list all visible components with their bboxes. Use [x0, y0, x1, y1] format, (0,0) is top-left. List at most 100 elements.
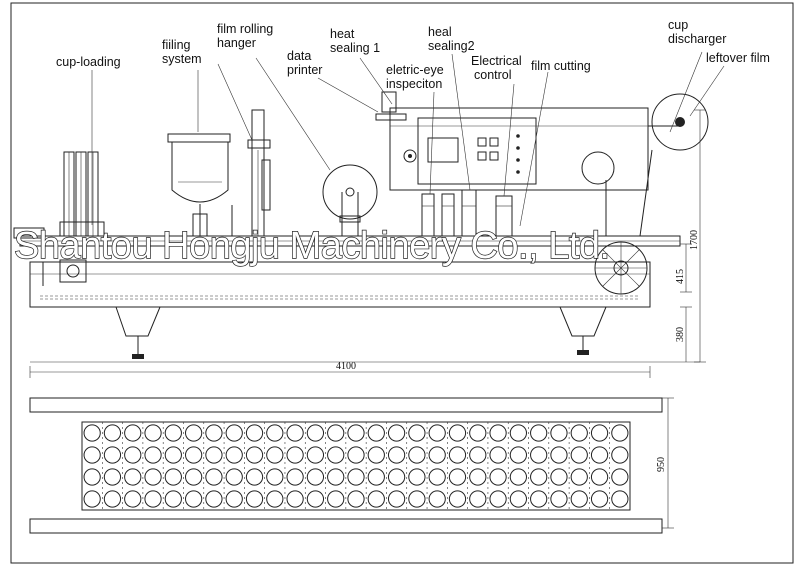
dim-leg-height: 380	[675, 327, 686, 342]
cup-hole	[530, 468, 548, 486]
cup-hole	[408, 446, 426, 464]
cup-hole	[550, 446, 568, 464]
label-leftover-film: leftover film	[706, 51, 770, 65]
cup-hole	[164, 468, 182, 486]
top-rail	[29, 397, 663, 413]
filling-system-unit	[167, 133, 233, 237]
film-rolling-hanger-unit	[247, 109, 271, 237]
cup-hole	[83, 424, 101, 442]
label-electrical-control-2: control	[474, 68, 512, 82]
cup-hole	[509, 446, 527, 464]
cup-hole	[530, 490, 548, 508]
cup-hole	[611, 446, 629, 464]
cutting-wheel	[581, 151, 615, 185]
cup-hole	[83, 468, 101, 486]
cup-hole	[205, 468, 223, 486]
label-film-rolling-hanger: film rolling	[217, 22, 273, 36]
cup-hole	[225, 446, 243, 464]
mold-plate	[81, 421, 631, 511]
cup-hole	[347, 446, 365, 464]
cup-hole	[205, 424, 223, 442]
dim-table-height: 415	[675, 269, 686, 284]
cup-hole	[103, 446, 122, 464]
dim-total-length: 4100	[336, 361, 356, 372]
film-roll	[322, 164, 378, 236]
cup-hole	[327, 424, 345, 442]
cup-hole	[530, 446, 548, 464]
cup-hole	[367, 468, 385, 486]
cup-hole	[367, 424, 385, 442]
cup-hole	[408, 468, 426, 486]
cup-hole	[164, 424, 182, 442]
label-film-cutting: film cutting	[531, 59, 591, 73]
cup-hole	[245, 446, 264, 464]
label-filling-system: fiiling	[162, 38, 191, 52]
cup-hole	[124, 446, 142, 464]
cup-hole	[83, 446, 101, 464]
label-heat-sealing-2-b: sealing2	[428, 39, 475, 53]
cup-hole	[408, 424, 426, 442]
cup-hole	[387, 424, 406, 442]
cup-hole	[185, 446, 203, 464]
cup-hole	[448, 446, 467, 464]
cup-hole	[225, 490, 243, 508]
cup-hole	[611, 490, 629, 508]
cup-hole	[367, 490, 385, 508]
cup-hole	[124, 468, 142, 486]
cup-hole	[205, 446, 223, 464]
cup-hole	[225, 468, 243, 486]
label-filling-system-2: system	[162, 52, 202, 66]
component-labels: cup-loading fiiling system film rolling …	[56, 18, 770, 91]
dimension-lines: 4100 1700 415 380 950	[29, 109, 706, 529]
cup-hole	[185, 490, 203, 508]
label-eye-inspection: eletric-eye	[386, 63, 444, 77]
cup-hole	[124, 490, 142, 508]
cup-hole	[550, 424, 568, 442]
cup-hole	[408, 490, 426, 508]
cup-hole	[144, 490, 162, 508]
cup-hole	[530, 424, 548, 442]
cup-hole	[83, 490, 101, 508]
cup-hole	[266, 446, 284, 464]
cup-hole	[185, 424, 203, 442]
cup-hole	[367, 446, 385, 464]
cup-hole	[469, 446, 487, 464]
cup-hole	[570, 490, 588, 508]
cup-hole	[245, 490, 264, 508]
dim-width: 950	[656, 457, 667, 472]
cup-hole	[590, 446, 609, 464]
label-film-rolling-hanger-2: hanger	[217, 36, 256, 50]
cup-hole	[164, 446, 182, 464]
cup-hole	[489, 490, 507, 508]
cup-hole	[509, 468, 527, 486]
cup-hole	[225, 424, 243, 442]
drawing-border	[10, 2, 794, 564]
label-heat-sealing-1: heat	[330, 27, 355, 41]
cup-hole	[327, 490, 345, 508]
cup-hole	[144, 446, 162, 464]
cup-hole	[286, 446, 304, 464]
cup-hole	[245, 468, 264, 486]
cup-hole	[266, 468, 284, 486]
cup-hole	[306, 446, 325, 464]
cup-hole	[469, 424, 487, 442]
cup-hole	[448, 468, 467, 486]
cup-loading-unit	[13, 151, 105, 239]
label-cup-discharger-2: discharger	[668, 32, 726, 46]
cup-hole	[509, 490, 527, 508]
cup-hole	[347, 490, 365, 508]
cup-hole	[306, 490, 325, 508]
cup-hole	[611, 424, 629, 442]
cup-hole	[327, 468, 345, 486]
cup-hole	[164, 490, 182, 508]
cup-hole	[428, 424, 446, 442]
cup-hole	[266, 424, 284, 442]
label-heat-sealing-2: heal	[428, 25, 452, 39]
cup-hole	[185, 468, 203, 486]
label-data-printer: data	[287, 49, 311, 63]
cup-hole	[387, 490, 406, 508]
watermark: Shantou Hongju Machinery Co., Ltd.	[14, 225, 610, 267]
leftover-film-reel	[639, 93, 709, 237]
cup-hole	[590, 490, 609, 508]
